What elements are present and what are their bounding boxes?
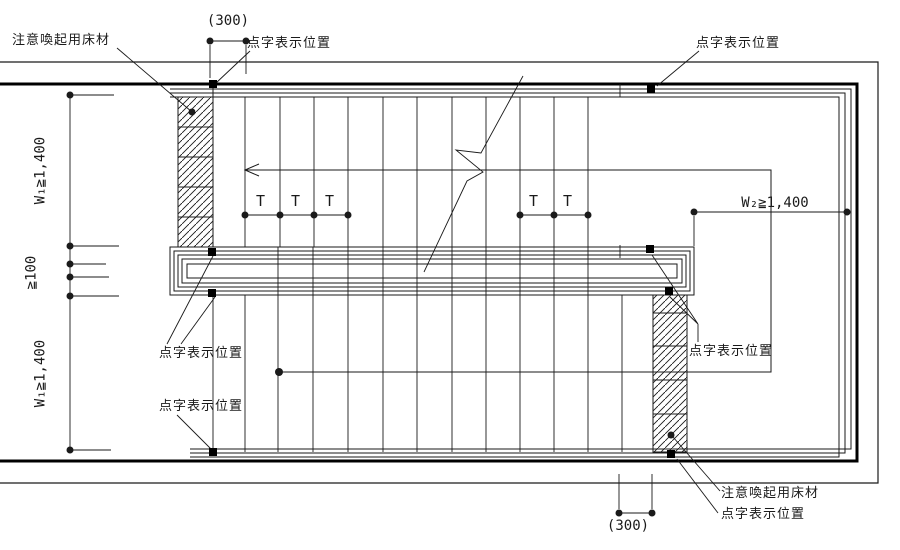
braille-marker-bottom-right <box>667 450 675 458</box>
dim-w1-lower-text: W₁≧1,400 <box>32 339 49 408</box>
lower-flight-treads <box>212 295 623 452</box>
dim-300-top-text: (300) <box>206 13 250 29</box>
leader-lines <box>116 47 721 514</box>
braille-marker-rail-right-top <box>646 245 654 253</box>
label-braille-bottom-left: 点字表示位置 <box>159 398 244 413</box>
braille-marker-rail-left-top <box>208 248 216 256</box>
break-line <box>423 75 524 273</box>
warning-block-strip-bottom <box>652 294 688 453</box>
wall-outline <box>0 61 879 484</box>
wall-inner-thick <box>0 82 859 463</box>
label-braille-top-left: 点字表示位置 <box>247 35 332 50</box>
braille-marker-top-right <box>647 85 655 93</box>
braille-marker-rail-right-bottom <box>665 287 673 295</box>
tread-label-5: T <box>562 192 574 210</box>
perimeter-handrail <box>170 88 852 458</box>
braille-marker-top-left <box>209 80 217 88</box>
walking-line <box>243 163 772 376</box>
warning-floor-ref-dot-bottom <box>667 431 675 439</box>
label-braille-rail-left: 点字表示位置 <box>159 345 244 360</box>
label-braille-top-right: 点字表示位置 <box>696 35 781 50</box>
braille-marker-rail-left-bottom <box>208 289 216 297</box>
tread-label-2: T <box>290 192 302 210</box>
tread-depth-markers <box>241 211 592 219</box>
center-rail-tread-crossings <box>277 245 621 295</box>
dimension-300-top <box>206 37 250 78</box>
label-warning-floor-bottom: 注意喚起用床材 <box>721 485 820 500</box>
upper-flight-treads <box>244 84 621 247</box>
dimension-w2 <box>690 208 851 246</box>
tread-label-3: T <box>324 192 336 210</box>
walking-line-start-dot <box>275 368 283 376</box>
center-handrail <box>169 246 695 296</box>
dimension-left-chain <box>66 91 119 454</box>
warning-block-strip-top <box>177 96 214 248</box>
tread-label-4: T <box>528 192 540 210</box>
tread-label-1: T <box>255 192 267 210</box>
up-arrow <box>243 163 260 177</box>
braille-plate-markers <box>208 80 675 458</box>
dim-w2-text: W₂≧1,400 <box>741 195 809 211</box>
dimension-300-bottom <box>615 474 656 517</box>
label-warning-floor-top: 注意喚起用床材 <box>12 32 111 47</box>
braille-marker-bottom-left <box>209 448 217 456</box>
warning-floor-ref-dot-top <box>188 108 196 116</box>
label-braille-bottom-right: 点字表示位置 <box>721 506 806 521</box>
dim-300-bottom-text: (300) <box>606 518 650 534</box>
label-braille-rail-right: 点字表示位置 <box>689 343 774 358</box>
